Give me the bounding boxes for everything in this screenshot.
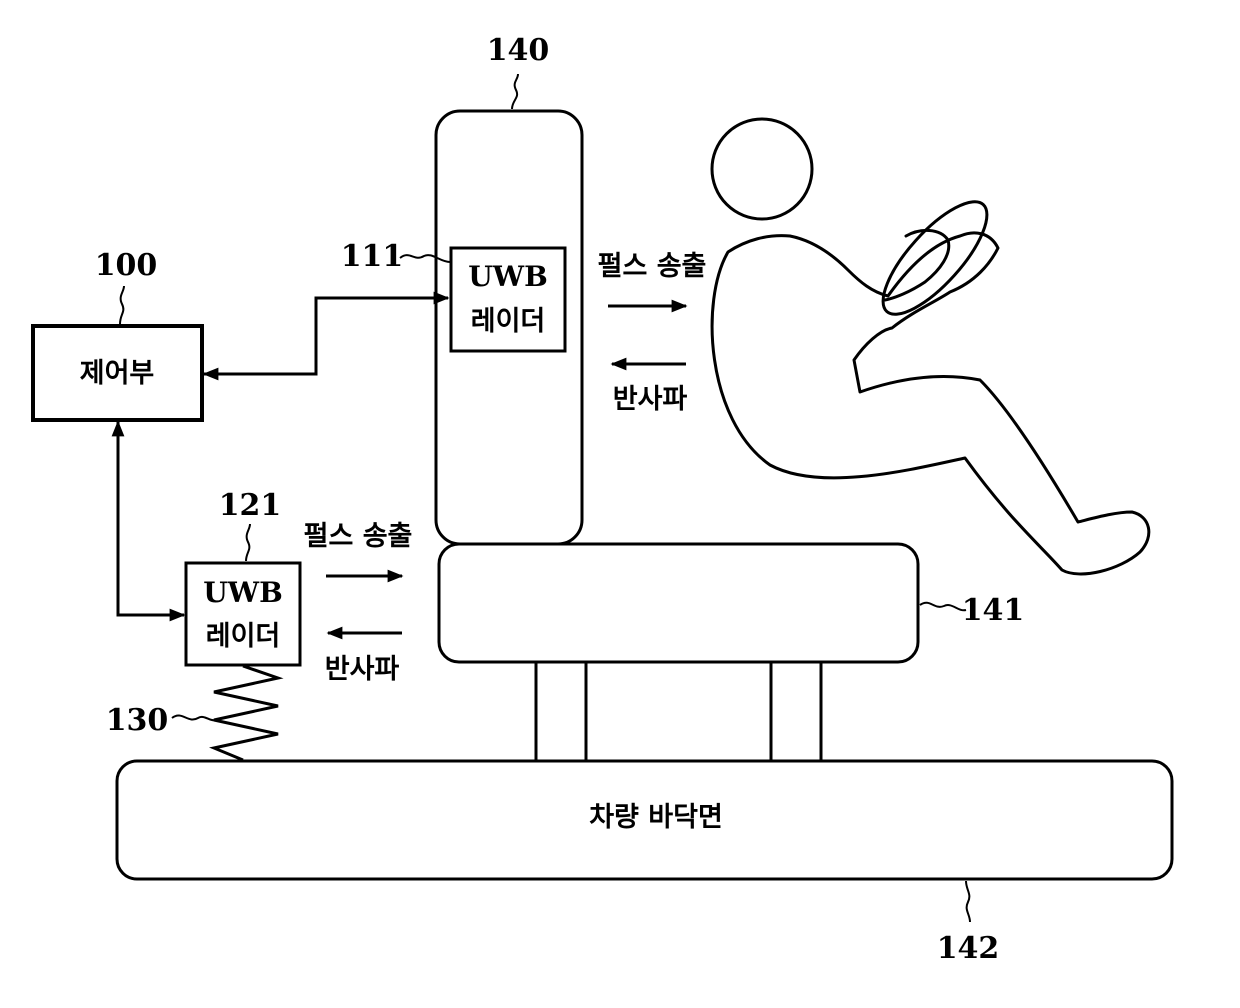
ref-label-100: 100 (95, 248, 158, 283)
leader-142 (966, 881, 970, 922)
ref-label-142: 142 (937, 931, 1000, 966)
ref-label-121: 121 (219, 488, 282, 523)
uwb-radar-bottom-label: UWB (203, 576, 283, 609)
leader-121 (246, 524, 250, 561)
leader-111 (400, 255, 450, 262)
ref-label-140: 140 (487, 33, 550, 68)
ref-label-111: 111 (341, 239, 404, 274)
ref-label-141: 141 (962, 593, 1025, 628)
occupant-figure (712, 119, 1149, 574)
uwb-radar-top-label-2: 레이더 (471, 306, 546, 337)
leader-141 (920, 603, 966, 611)
seat-cushion (439, 544, 918, 662)
spring (214, 666, 278, 760)
ref-label-130: 130 (106, 703, 169, 738)
controller-label: 제어부 (80, 358, 155, 389)
connector-controller-bottom-radar (118, 422, 184, 615)
connector-controller-top-radar (204, 298, 448, 374)
pulse-label-top: 펄스 송출 (598, 251, 707, 282)
leader-140 (512, 74, 518, 109)
reflect-label-bottom: 반사파 (325, 654, 400, 685)
occupant-body (712, 233, 1149, 574)
pulse-label-bottom: 펄스 송출 (304, 521, 413, 552)
uwb-radar-top-label: UWB (468, 260, 548, 293)
leader-100 (120, 286, 124, 324)
uwb-radar-bottom-label-2: 레이더 (206, 621, 281, 652)
occupant-head (712, 119, 812, 219)
floor-label: 차량 바닥면 (589, 802, 723, 833)
reflect-label-top: 반사파 (613, 384, 688, 415)
steering-wheel (868, 187, 1003, 329)
leader-130 (172, 715, 216, 720)
